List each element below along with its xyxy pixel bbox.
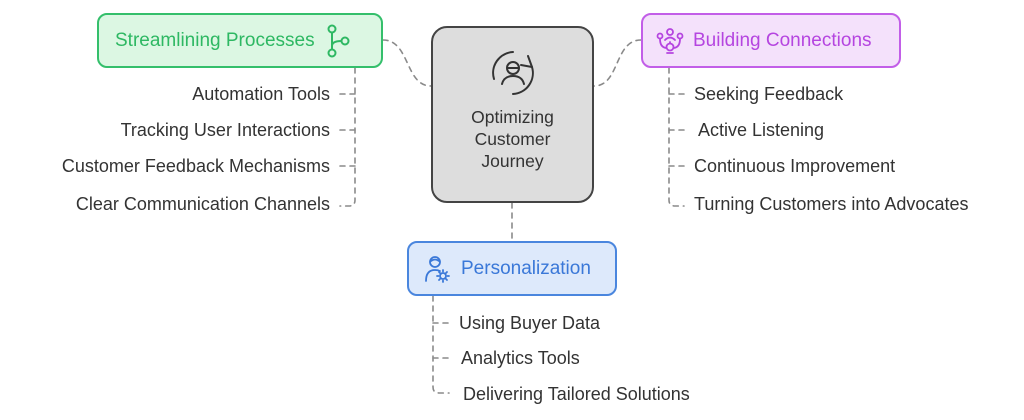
tree-personalization bbox=[432, 295, 450, 394]
list-item-streamlining: Automation Tools bbox=[192, 84, 330, 104]
branch-streamlining-processes: Streamlining Processes bbox=[97, 13, 383, 68]
list-item-building: Continuous Improvement bbox=[694, 156, 896, 176]
central-title: Optimizing Customer Journey bbox=[471, 107, 554, 171]
people-network-icon bbox=[655, 27, 685, 55]
connector-center-building bbox=[593, 39, 642, 87]
branch-personalization: Personalization bbox=[407, 241, 617, 296]
list-item-streamlining: Clear Communication Channels bbox=[75, 194, 330, 214]
branch-flow-icon bbox=[325, 24, 351, 58]
list-item-streamlining: Customer Feedback Mechanisms bbox=[61, 156, 330, 176]
tree-streamlining bbox=[339, 67, 356, 207]
list-item-streamlining: Tracking User Interactions bbox=[120, 120, 330, 140]
branch-label: Streamlining Processes bbox=[115, 29, 315, 51]
branch-label: Personalization bbox=[461, 257, 591, 279]
central-node: Optimizing Customer Journey bbox=[431, 26, 594, 203]
list-item-building: Active Listening bbox=[698, 120, 825, 140]
list-item-personalization: Analytics Tools bbox=[461, 348, 580, 368]
list-item-building: Seeking Feedback bbox=[694, 84, 844, 104]
list-item-personalization: Using Buyer Data bbox=[459, 313, 601, 333]
user-gear-icon bbox=[423, 254, 451, 284]
tree-building bbox=[668, 67, 685, 207]
list-item-building: Turning Customers into Advocates bbox=[694, 194, 969, 214]
branch-label: Building Connections bbox=[693, 29, 872, 51]
customer-journey-cycle-icon bbox=[488, 48, 538, 98]
connector-center-streamlining bbox=[382, 39, 432, 87]
list-item-personalization: Delivering Tailored Solutions bbox=[463, 384, 690, 404]
branch-building-connections: Building Connections bbox=[641, 13, 901, 68]
